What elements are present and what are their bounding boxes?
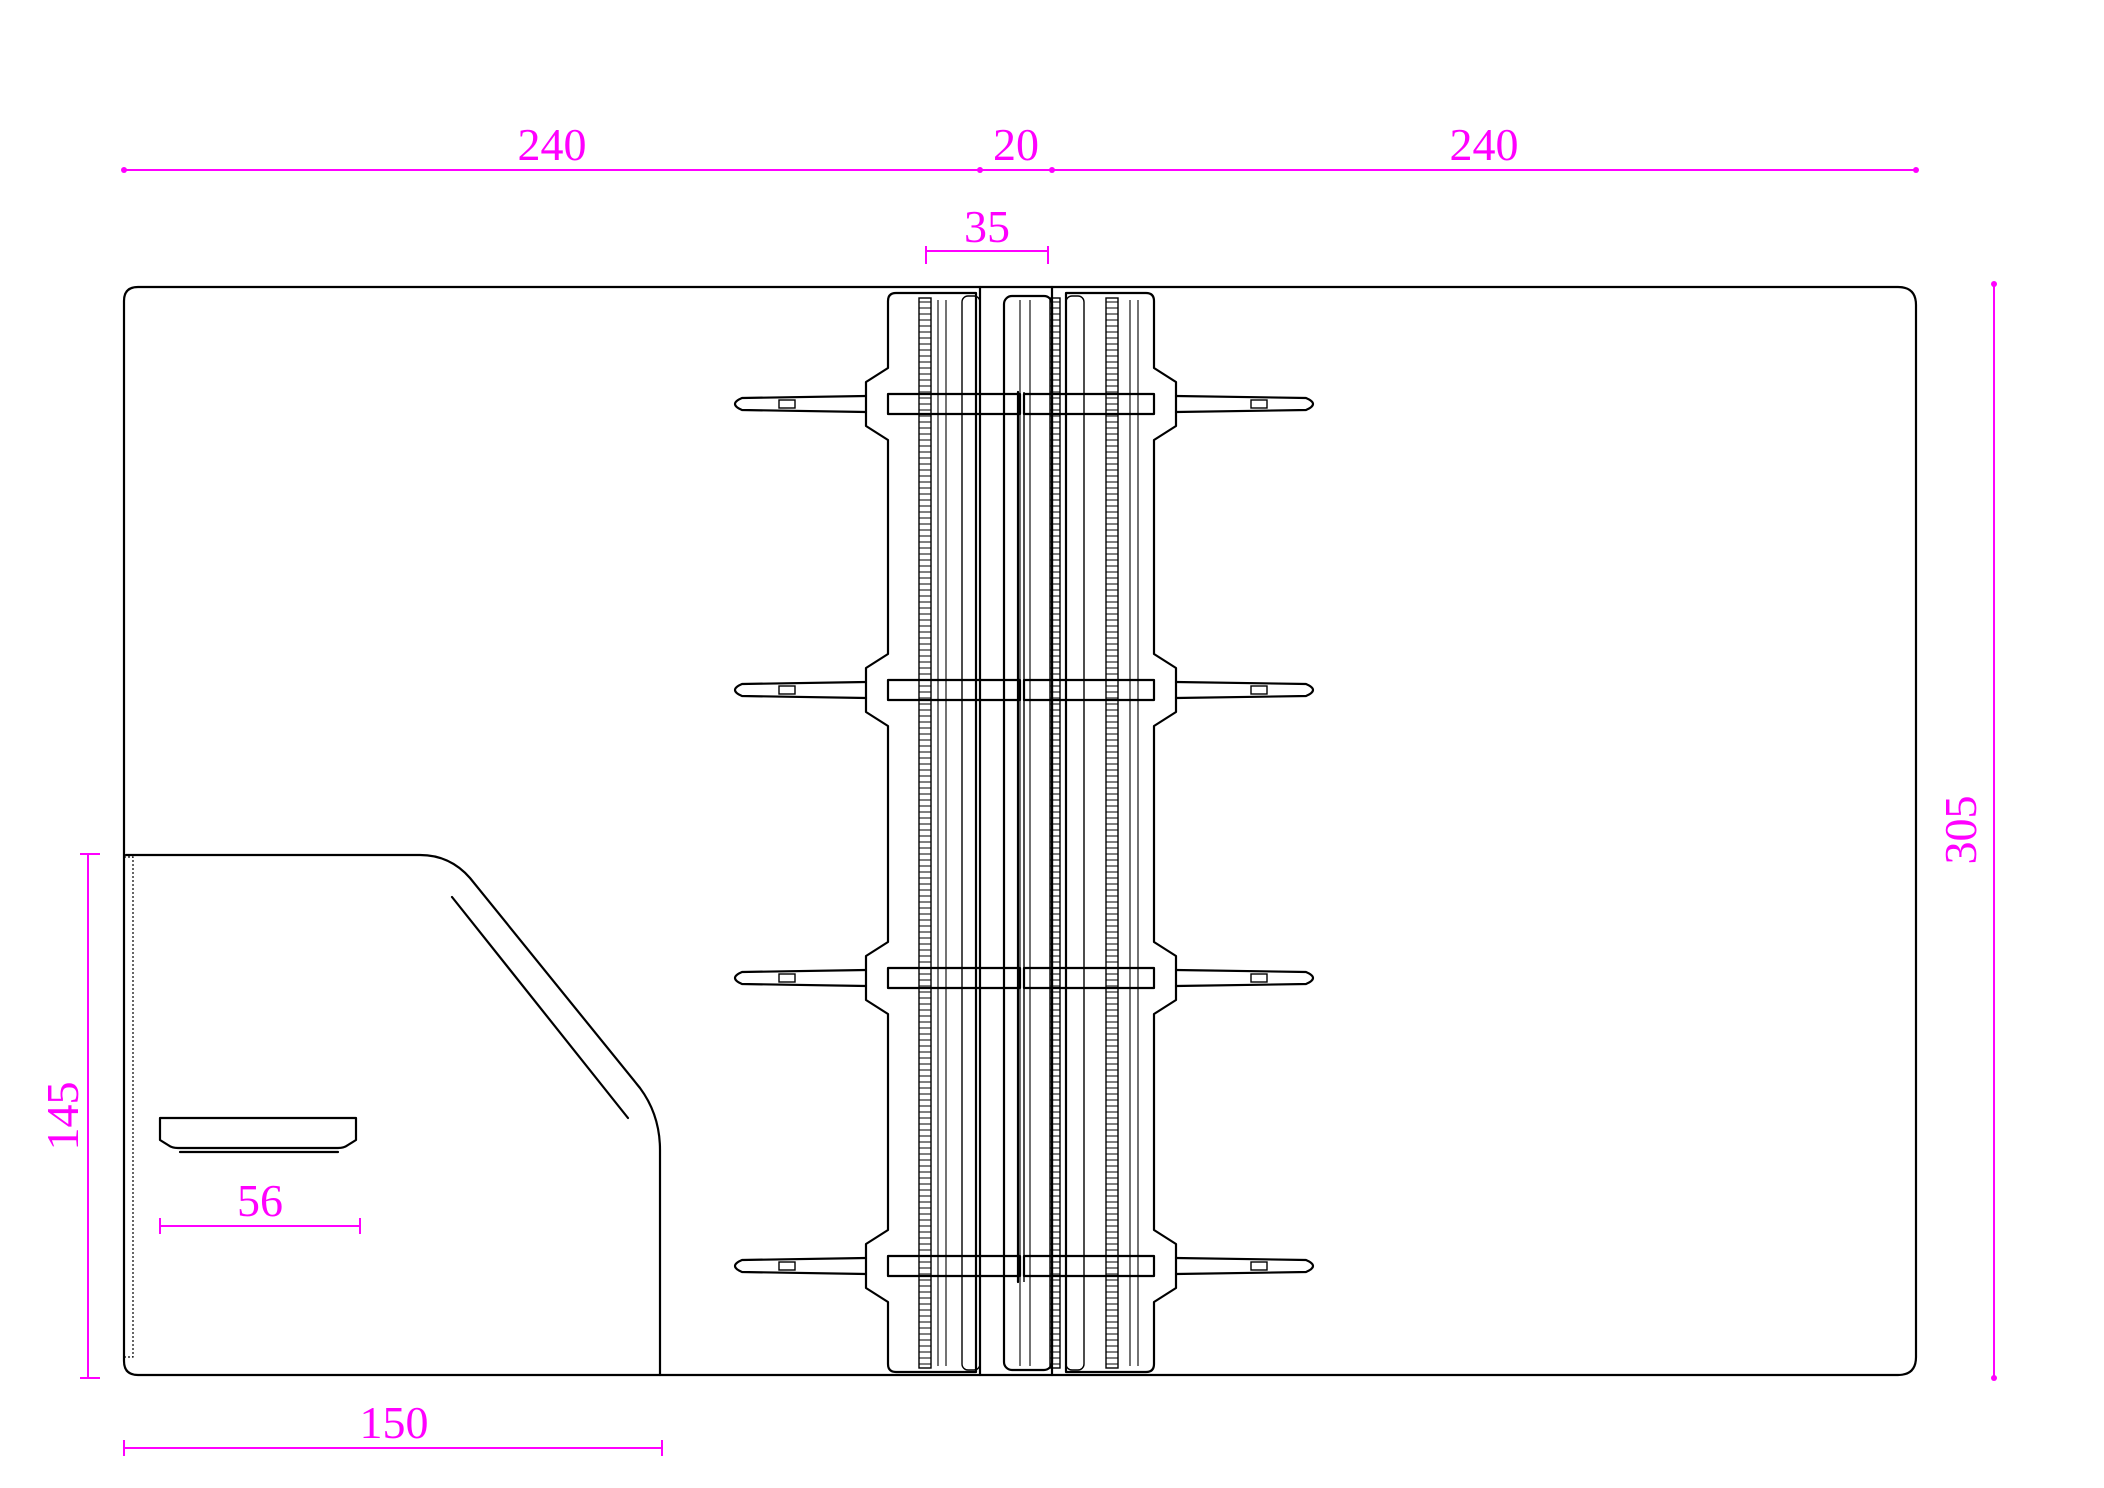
pocket-stitching bbox=[123, 856, 134, 1358]
dim-tick bbox=[1991, 281, 1997, 287]
left-pocket bbox=[123, 853, 662, 1377]
ring-clip-slot bbox=[1250, 1261, 1268, 1271]
dim-height-label: 305 bbox=[1935, 796, 1986, 865]
ring-clip-right bbox=[1174, 680, 1315, 700]
dim-left-panel-label: 240 bbox=[518, 119, 587, 170]
ladder-strip bbox=[1105, 297, 1119, 1369]
dim-pocket-width-label: 150 bbox=[360, 1397, 429, 1448]
ladder-hatching bbox=[1050, 301, 1060, 1365]
ring-mechanism bbox=[733, 291, 1315, 1374]
center-rail bbox=[1002, 294, 1054, 1372]
dim-right-panel-label: 240 bbox=[1450, 119, 1519, 170]
right-rail-outline bbox=[1064, 291, 1178, 1374]
crossbar-left bbox=[886, 966, 1022, 990]
pocket-edge-highlight bbox=[450, 895, 630, 1120]
card-slot bbox=[158, 1116, 358, 1150]
ring-clip-slot bbox=[778, 399, 796, 409]
inner-rail-left bbox=[961, 295, 981, 1371]
ladder-strip bbox=[1049, 297, 1061, 1369]
pocket-outline bbox=[124, 853, 662, 1377]
ring-clip-right bbox=[1174, 1256, 1315, 1276]
ring-clip-slot bbox=[778, 1261, 796, 1271]
ring-clip-right bbox=[1174, 394, 1315, 414]
inner-rail-right bbox=[1065, 295, 1085, 1371]
ladder-strip bbox=[918, 297, 932, 1369]
dim-card-slot-label: 56 bbox=[237, 1175, 283, 1226]
dim-tick bbox=[1991, 1375, 1997, 1381]
ring-clip-left bbox=[733, 680, 868, 700]
dim-spine-label: 20 bbox=[993, 119, 1039, 170]
crossbar-right bbox=[1022, 392, 1156, 416]
dim-tick bbox=[1913, 167, 1919, 173]
dim-mechanism-label: 35 bbox=[964, 201, 1010, 252]
dim-tick bbox=[1049, 167, 1055, 173]
binder-cover-outline bbox=[122, 285, 1918, 1377]
crossbar-right bbox=[1022, 678, 1156, 702]
dimensions: 240 20 240 35 305 145 150 56 bbox=[37, 119, 1997, 1456]
ring-clip-slot bbox=[778, 685, 796, 695]
crossbar-right bbox=[1022, 1254, 1156, 1278]
ladder-hatching bbox=[1106, 301, 1118, 1365]
ladder-hatching bbox=[919, 301, 931, 1365]
dim-pocket-height-label: 145 bbox=[37, 1082, 88, 1151]
ring-clip-slot bbox=[1250, 973, 1268, 983]
ring-clip-slot bbox=[1250, 399, 1268, 409]
ring-clip-slot bbox=[1250, 685, 1268, 695]
dim-tick bbox=[977, 167, 983, 173]
crossbar-right bbox=[1022, 966, 1156, 990]
crossbar-left bbox=[886, 1254, 1022, 1278]
dim-tick bbox=[121, 167, 127, 173]
ring-clip-left bbox=[733, 968, 868, 988]
ring-clip-left bbox=[733, 1256, 868, 1276]
ring-clip-left bbox=[733, 394, 868, 414]
ring-clip-right bbox=[1174, 968, 1315, 988]
crossbar-left bbox=[886, 392, 1022, 416]
crossbar-left bbox=[886, 678, 1022, 702]
ring-clip-slot bbox=[778, 973, 796, 983]
left-rail-outline bbox=[864, 291, 978, 1374]
